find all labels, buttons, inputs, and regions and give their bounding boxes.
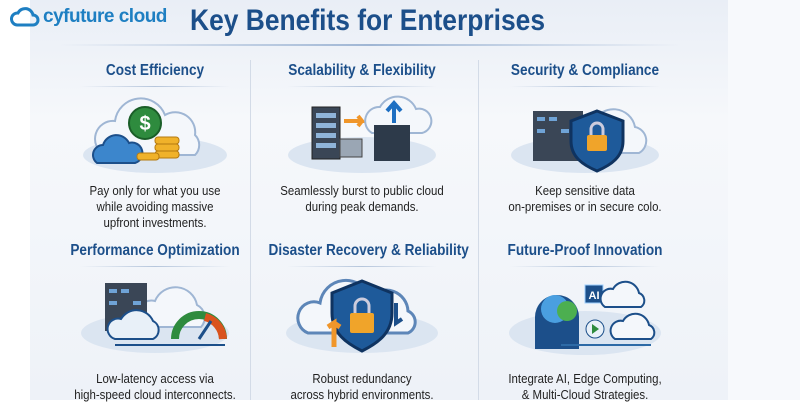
heading-underline bbox=[80, 266, 230, 267]
benefit-card: Cost Efficiency $ Pay only for what you us… bbox=[45, 62, 265, 231]
benefit-description-line: Seamlessly burst to public cloud bbox=[280, 183, 444, 198]
heading-underline bbox=[287, 86, 437, 87]
cloud-logo-icon bbox=[10, 7, 40, 27]
brand-logo: cyfuture cloud bbox=[10, 6, 167, 28]
heading-underline bbox=[287, 266, 437, 267]
benefit-heading: Disaster Recovery & Reliability bbox=[268, 242, 469, 259]
benefit-description-line: across hybrid environments. bbox=[290, 387, 434, 402]
ai-brain-cloud-icon: AI bbox=[509, 280, 661, 355]
svg-text:$: $ bbox=[139, 113, 150, 135]
logo-text: cyfuture cloud bbox=[43, 6, 167, 27]
benefit-heading: Security & Compliance bbox=[510, 62, 660, 79]
right-margin bbox=[728, 0, 800, 400]
shield-lock-server-icon bbox=[511, 108, 659, 173]
heading-underline bbox=[510, 266, 660, 267]
speed-gauge-cloud-icon bbox=[81, 283, 229, 353]
shield-lock-sync-icon bbox=[286, 278, 438, 353]
benefit-heading: Performance Optimization bbox=[70, 242, 240, 259]
benefit-description-line: Keep sensitive data bbox=[535, 183, 635, 198]
server-to-cloud-icon bbox=[288, 95, 436, 173]
benefit-description-line: Pay only for what you use bbox=[89, 183, 221, 198]
benefit-heading: Future-Proof Innovation bbox=[507, 242, 663, 259]
column-divider bbox=[250, 60, 251, 400]
benefit-description-line: Low-latency access via bbox=[96, 371, 214, 386]
page-title: Key Benefits for Enterprises bbox=[190, 4, 546, 37]
benefit-description: Integrate AI, Edge Computing,& Multi-Clo… bbox=[488, 371, 682, 403]
benefit-description-line: Robust redundancy bbox=[312, 371, 412, 386]
benefit-description-line: high-speed cloud interconnects. bbox=[74, 387, 236, 402]
heading-underline bbox=[80, 86, 230, 87]
benefit-description-line: Integrate AI, Edge Computing, bbox=[508, 371, 662, 386]
heading-underline bbox=[510, 86, 660, 87]
ai-label: AI bbox=[589, 290, 600, 302]
benefit-heading: Cost Efficiency bbox=[105, 62, 205, 79]
column-divider bbox=[478, 60, 479, 400]
benefit-description-line: upfront investments. bbox=[103, 215, 207, 230]
benefit-heading: Scalability & Flexibility bbox=[288, 62, 436, 79]
benefit-description-line: while avoiding massive bbox=[96, 199, 214, 214]
title-divider bbox=[60, 44, 680, 46]
dollar-cloud-coins-icon: $ bbox=[83, 97, 227, 173]
benefit-description-line: during peak demands. bbox=[305, 199, 419, 214]
benefit-description-line: on-premises or in secure colo. bbox=[508, 199, 662, 214]
benefit-description-line: & Multi-Cloud Strategies. bbox=[521, 387, 649, 402]
